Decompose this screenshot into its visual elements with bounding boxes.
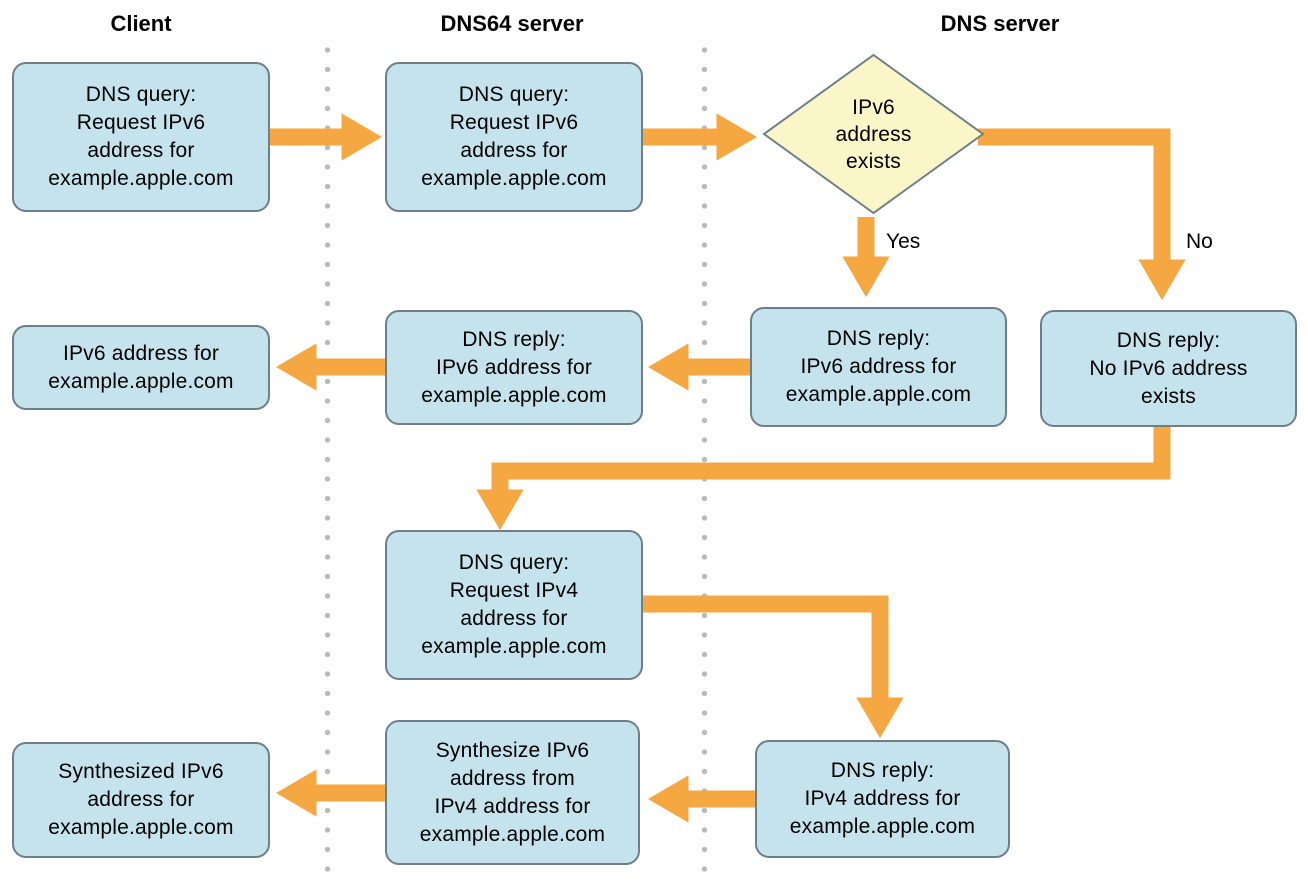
column-header-client: Client — [110, 11, 172, 36]
column-separator-dns64-dns — [701, 46, 708, 872]
arrow-no-reply-to-query4 — [476, 427, 1171, 531]
diamond-icon — [762, 53, 985, 215]
column-separator-client-dns64 — [324, 46, 331, 872]
node-label: IPv6 address exists — [835, 95, 912, 173]
node-label: Synthesize IPv6 address from IPv4 addres… — [419, 738, 606, 846]
column-header-dns64-server: DNS64 server — [440, 11, 584, 36]
node-client-dns-query: DNS query: Request IPv6 address for exam… — [12, 62, 270, 212]
node-dns64-synthesize: Synthesize IPv6 address from IPv4 addres… — [385, 720, 640, 865]
node-label: DNS reply: IPv6 address for example.appl… — [421, 327, 607, 407]
node-label: DNS query: Request IPv4 address for exam… — [421, 551, 607, 658]
node-label: Synthesized IPv6 address for example.app… — [48, 760, 234, 839]
node-client-synthesized-ipv6: Synthesized IPv6 address for example.app… — [12, 742, 270, 858]
node-label: DNS reply: No IPv6 address exists — [1089, 328, 1248, 408]
node-dns64-query-ipv4: DNS query: Request IPv4 address for exam… — [385, 530, 643, 680]
node-dns-reply-ipv4: DNS reply: IPv4 address for example.appl… — [755, 740, 1010, 858]
edge-label-yes: Yes — [886, 230, 921, 253]
column-header-dns-server: DNS server — [940, 11, 1060, 36]
node-dns64-dns-query: DNS query: Request IPv6 address for exam… — [385, 62, 643, 212]
node-dns64-reply-ipv6: DNS reply: IPv6 address for example.appl… — [385, 310, 643, 425]
node-dns-no-ipv6-reply: DNS reply: No IPv6 address exists — [1040, 310, 1297, 427]
arrow-query4-to-dns — [643, 595, 904, 739]
node-label: DNS reply: IPv4 address for example.appl… — [789, 759, 976, 838]
node-decision-ipv6-exists: IPv6 address exists — [762, 53, 985, 215]
node-label: DNS reply: IPv6 address for example.appl… — [785, 327, 972, 406]
node-dns-reply-ipv6: DNS reply: IPv6 address for example.appl… — [750, 307, 1007, 427]
node-client-ipv6-address: IPv6 address for example.apple.com — [12, 325, 270, 410]
arrow-decision-no — [978, 128, 1186, 301]
edge-label-no: No — [1186, 230, 1213, 253]
node-label: DNS query: Request IPv6 address for exam… — [421, 83, 607, 190]
node-label: DNS query: Request IPv6 address for exam… — [48, 83, 234, 190]
node-label: IPv6 address for example.apple.com — [48, 341, 234, 393]
